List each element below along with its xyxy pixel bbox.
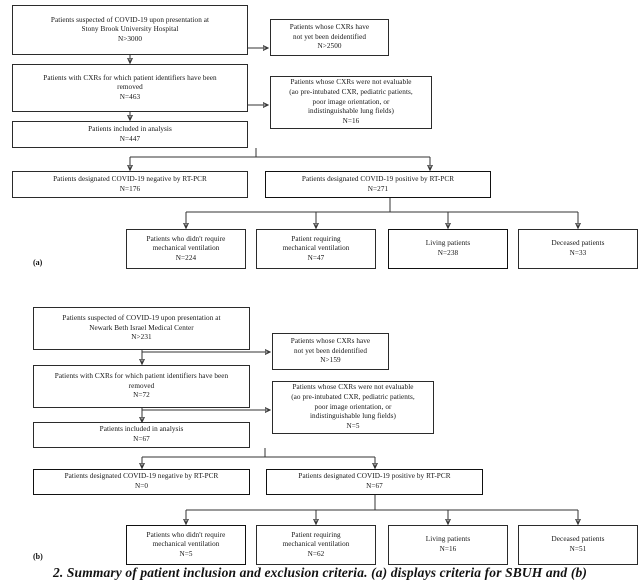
panel-b-deidentified-patients-box: Patients with CXRs for which patient ide… [33, 365, 250, 408]
panel-a-mechanical-ventilation-box: Patient requiring mechanical ventilation… [256, 229, 376, 269]
box-line: (ao pre-intubated CXR, pediatric patient… [289, 88, 413, 97]
box-line: N=72 [133, 391, 150, 400]
panel-b-not-deidentified-exclusion-box: Patients whose CXRs have not yet been de… [272, 333, 389, 370]
box-line: N=0 [134, 482, 149, 490]
box-line: N=67 [133, 435, 150, 443]
box-line: poor image orientation, or [314, 402, 392, 411]
box-line: Patients with CXRs for which patient ide… [43, 73, 217, 82]
box-line: N=224 [175, 253, 197, 262]
box-line: N=5 [179, 549, 193, 558]
box-line: removed [128, 381, 155, 390]
box-line: N>159 [320, 356, 341, 365]
panel-a-not-deidentified-exclusion-box: Patients whose CXRs have not yet been de… [270, 19, 389, 56]
box-line: N=463 [119, 92, 141, 101]
panel-b-covid-positive-box: Patients designated COVID-19 positive by… [266, 469, 483, 495]
box-line: not yet been deidentified [292, 32, 367, 41]
box-line: Patients designated COVID-19 positive by… [301, 174, 455, 183]
panel-b-included-in-analysis-box: Patients included in analysis N=67 [33, 422, 250, 448]
panel-b-covid-negative-box: Patients designated COVID-19 negative by… [33, 469, 250, 495]
box-line: Patients suspected of COVID-19 upon pres… [50, 15, 210, 24]
box-line: Patients included in analysis [99, 425, 184, 434]
box-line: Patients who didn't require [146, 530, 226, 539]
panel-a-no-mechanical-ventilation-box: Patients who didn't require mechanical v… [126, 229, 246, 269]
panel-b-suspected-patients-box: Patients suspected of COVID-19 upon pres… [33, 307, 250, 350]
box-line: N=16 [439, 545, 457, 553]
panel-a-living-patients-box: Living patients N=238 [388, 229, 508, 269]
box-line: poor image orientation, or [312, 97, 390, 106]
box-line: not yet been deidentified [293, 346, 368, 355]
box-line: Patients designated COVID-19 negative by… [64, 472, 219, 481]
panel-b-deceased-patients-box: Deceased patients N=51 [518, 525, 638, 565]
panel-a-covid-positive-box: Patients designated COVID-19 positive by… [265, 171, 491, 198]
box-line: indistinguishable lung fields) [309, 412, 396, 421]
panel-a-suspected-patients-box: Patients suspected of COVID-19 upon pres… [12, 5, 248, 55]
box-line: Patients designated COVID-19 positive by… [298, 472, 451, 481]
box-line: N=33 [569, 249, 587, 257]
box-line: Patients whose CXRs have [289, 23, 370, 32]
box-line: Patients included in analysis [88, 124, 172, 133]
box-line: Newark Beth Israel Medical Center [89, 323, 194, 332]
panel-a-not-evaluable-exclusion-box: Patients whose CXRs were not evaluable (… [270, 76, 432, 129]
box-line: N=67 [366, 482, 383, 490]
box-line: Deceased patients [551, 535, 605, 544]
box-line: N>3000 [117, 34, 143, 43]
box-line: N=5 [346, 421, 360, 430]
box-line: Patients whose CXRs were not evaluable [292, 383, 414, 392]
box-line: removed [117, 83, 143, 92]
panel-b-living-patients-box: Living patients N=16 [388, 525, 508, 565]
box-line: N=62 [307, 549, 325, 558]
box-line: mechanical ventilation [152, 244, 220, 253]
figure-caption: 2. Summary of patient inclusion and excl… [53, 565, 587, 580]
box-line: Stony Brook University Hospital [81, 25, 179, 34]
panel-a-included-in-analysis-box: Patients included in analysis N=447 [12, 121, 248, 148]
box-line: Patient requiring [291, 530, 341, 539]
box-line: N=238 [437, 249, 459, 257]
box-line: N=176 [119, 184, 141, 193]
box-line: N=447 [119, 134, 141, 143]
panel-a-deidentified-patients-box: Patients with CXRs for which patient ide… [12, 64, 248, 112]
box-line: mechanical ventilation [282, 540, 350, 549]
box-line: Deceased patients [551, 239, 605, 248]
box-line: Patients whose CXRs have [290, 337, 371, 346]
box-line: mechanical ventilation [282, 244, 350, 253]
box-line: Patients who didn't require [146, 234, 226, 243]
box-line: Living patients [425, 535, 471, 544]
box-line: N=47 [307, 253, 325, 262]
panel-a-deceased-patients-box: Deceased patients N=33 [518, 229, 638, 269]
box-line: N>231 [131, 333, 152, 342]
box-line: N>2500 [317, 42, 342, 51]
box-line: N=51 [569, 545, 587, 553]
panel-b-mechanical-ventilation-box: Patient requiring mechanical ventilation… [256, 525, 376, 565]
box-line: indistinguishable lung fields) [307, 107, 394, 116]
panel-b-label: (b) [33, 552, 43, 561]
box-line: Patients designated COVID-19 negative by… [53, 174, 207, 183]
panel-a-label: (a) [33, 258, 43, 267]
box-line: N=16 [342, 116, 360, 125]
panel-b-not-evaluable-exclusion-box: Patients whose CXRs were not evaluable (… [272, 381, 434, 434]
box-line: Patient requiring [291, 234, 341, 243]
box-line: N=271 [367, 184, 389, 193]
box-line: mechanical ventilation [152, 540, 220, 549]
box-line: (ao pre-intubated CXR, pediatric patient… [291, 393, 415, 402]
box-line: Patients whose CXRs were not evaluable [290, 78, 412, 87]
box-line: Living patients [425, 239, 471, 248]
box-line: Patients suspected of COVID-19 upon pres… [62, 314, 221, 323]
box-line: Patients with CXRs for which patient ide… [54, 372, 229, 381]
panel-b-no-mechanical-ventilation-box: Patients who didn't require mechanical v… [126, 525, 246, 565]
panel-a-covid-negative-box: Patients designated COVID-19 negative by… [12, 171, 248, 198]
